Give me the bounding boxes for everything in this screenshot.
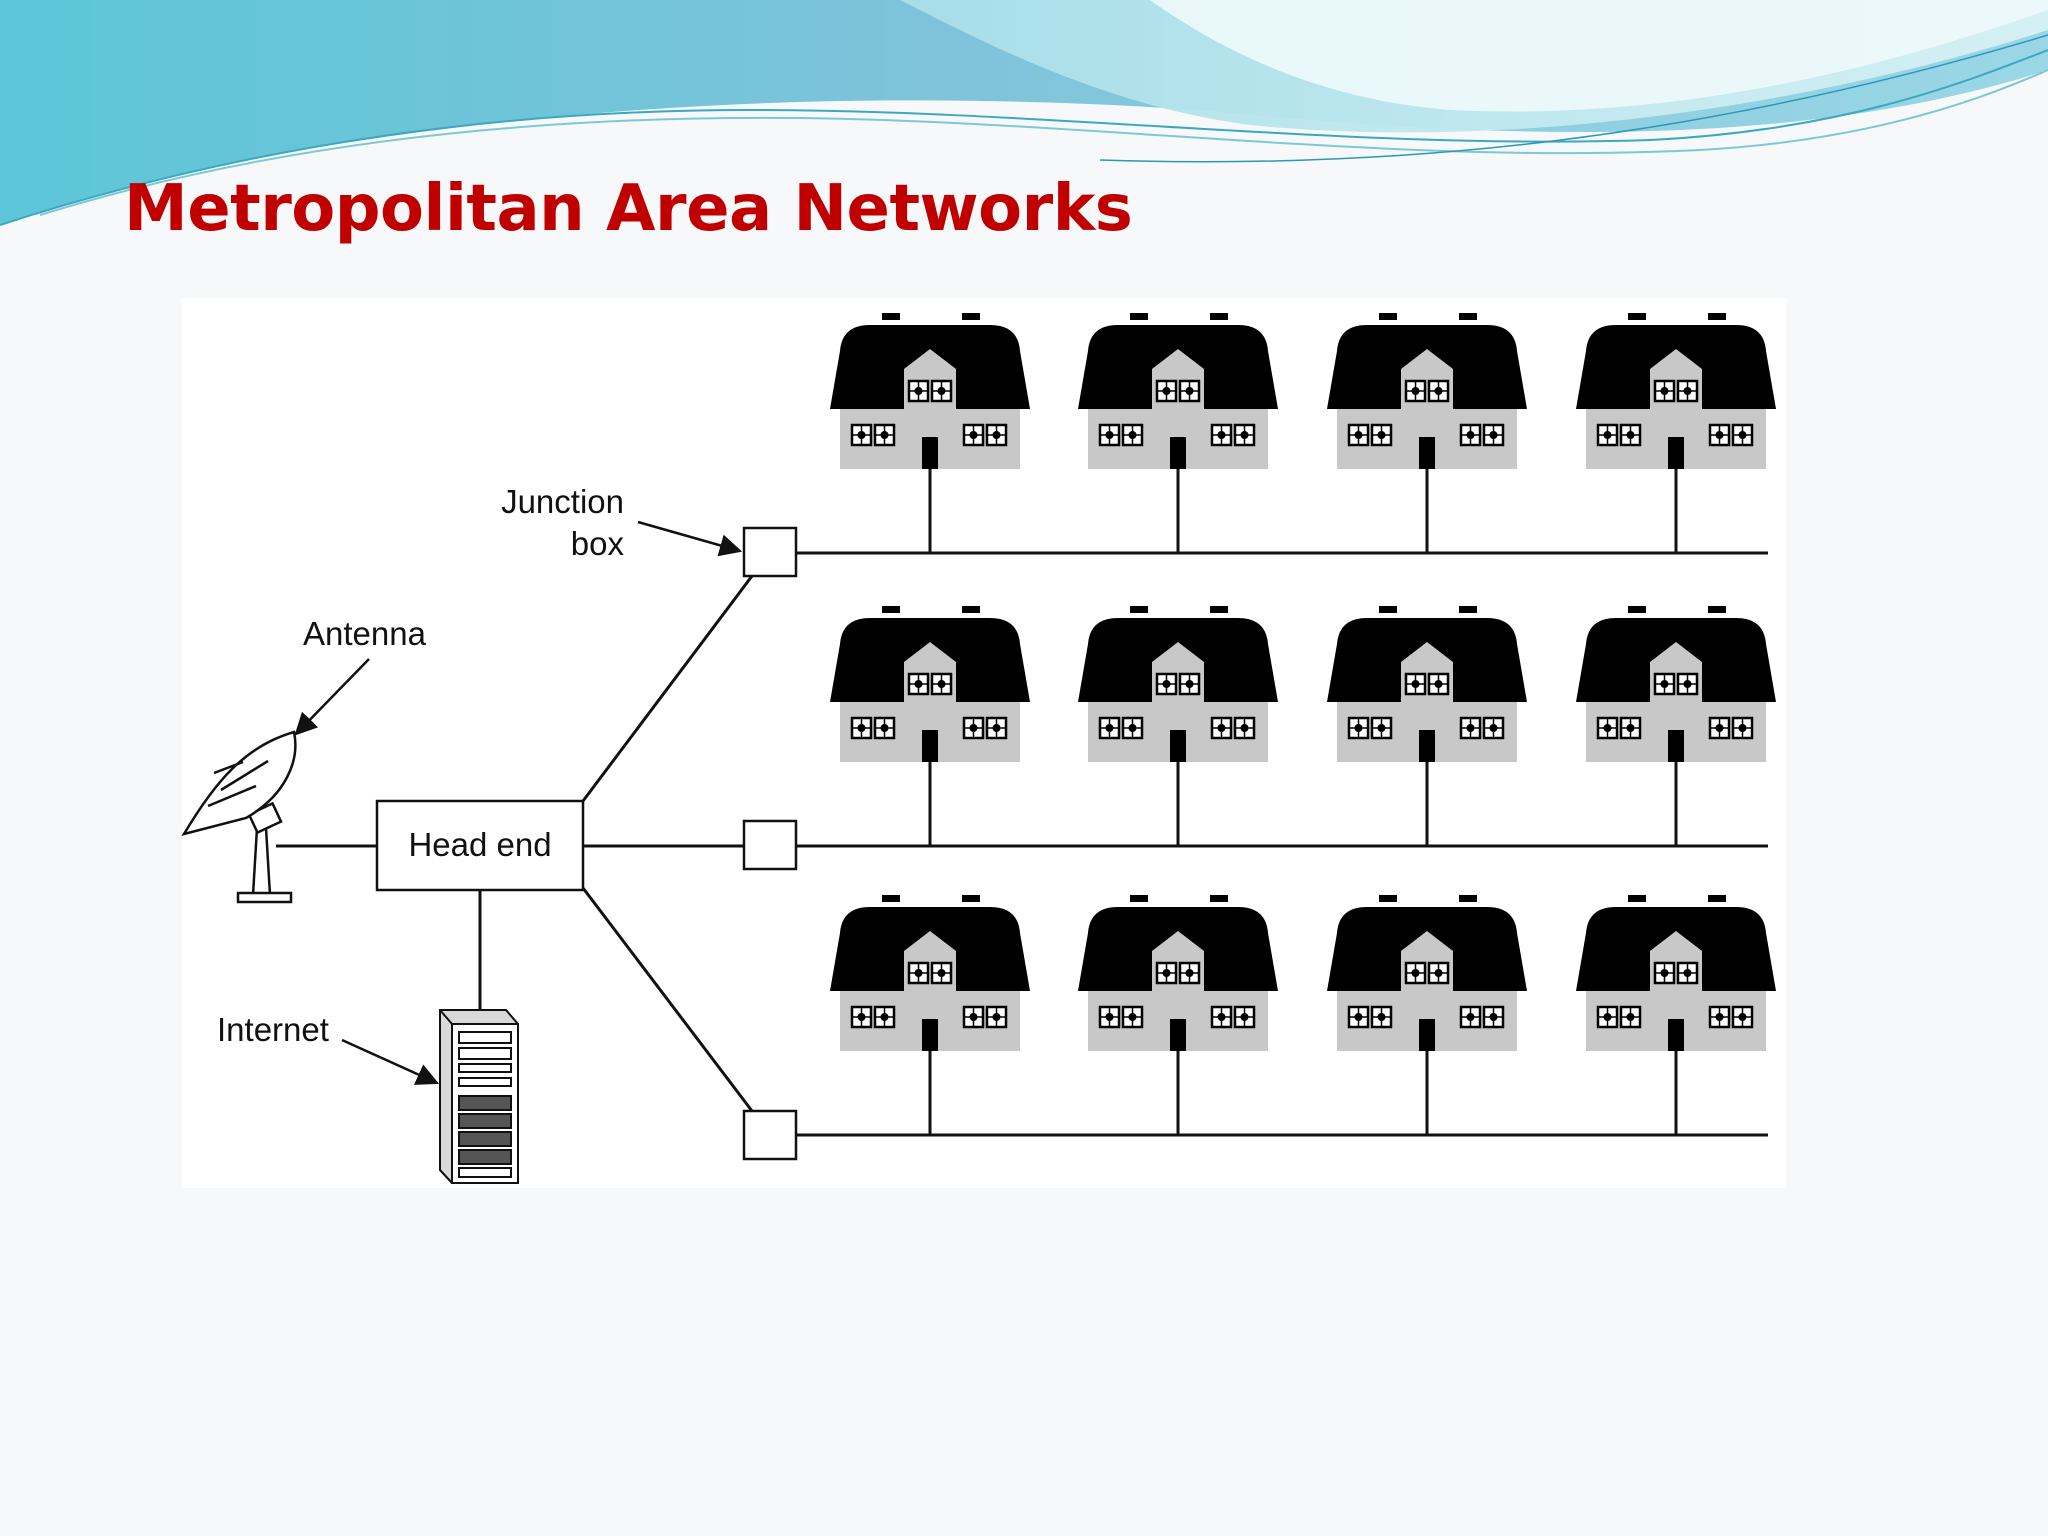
antenna-arrow: [294, 658, 370, 736]
house-icon: [1076, 311, 1280, 471]
feeder-line-1: [581, 575, 754, 802]
head-end-box: [375, 799, 585, 892]
junction-box-2: [742, 819, 798, 871]
junction-box-arrow: [637, 520, 743, 557]
head-end-label: Head end: [408, 826, 551, 863]
house-icon: [1574, 893, 1778, 1053]
house-icon: [828, 893, 1032, 1053]
house-row-1: [796, 311, 1778, 555]
house-icon: [1325, 604, 1529, 764]
house-icon: [1574, 604, 1778, 764]
house-icon: [1574, 311, 1778, 471]
house-icon: [1076, 604, 1280, 764]
wave-line-1: [0, 49, 2048, 226]
junction-box-label-line1: Junction: [501, 483, 624, 520]
house-icon: [1076, 893, 1280, 1053]
internet-arrow: [341, 1038, 440, 1085]
antenna-label: Antenna: [303, 615, 427, 652]
server-tower-icon: [439, 1009, 519, 1184]
wave-white-band: [1150, 0, 2048, 112]
house-icon: [828, 604, 1032, 764]
feeder-line-3: [581, 887, 754, 1112]
house-icon: [828, 311, 1032, 471]
house-row-3: [796, 893, 1778, 1137]
junction-box-label-line2: box: [571, 525, 625, 562]
satellite-dish-icon: [181, 730, 297, 904]
wave-line-3: [1099, 34, 2048, 163]
wave-line-2: [39, 69, 2048, 216]
internet-label: Internet: [217, 1011, 329, 1048]
slide-title: Metropolitan Area Networks: [124, 172, 1133, 246]
house-row-2: [796, 604, 1778, 848]
junction-box-1: [742, 526, 798, 578]
house-icon: [1325, 311, 1529, 471]
house-icon: [1325, 893, 1529, 1053]
junction-box-3: [742, 1109, 798, 1161]
